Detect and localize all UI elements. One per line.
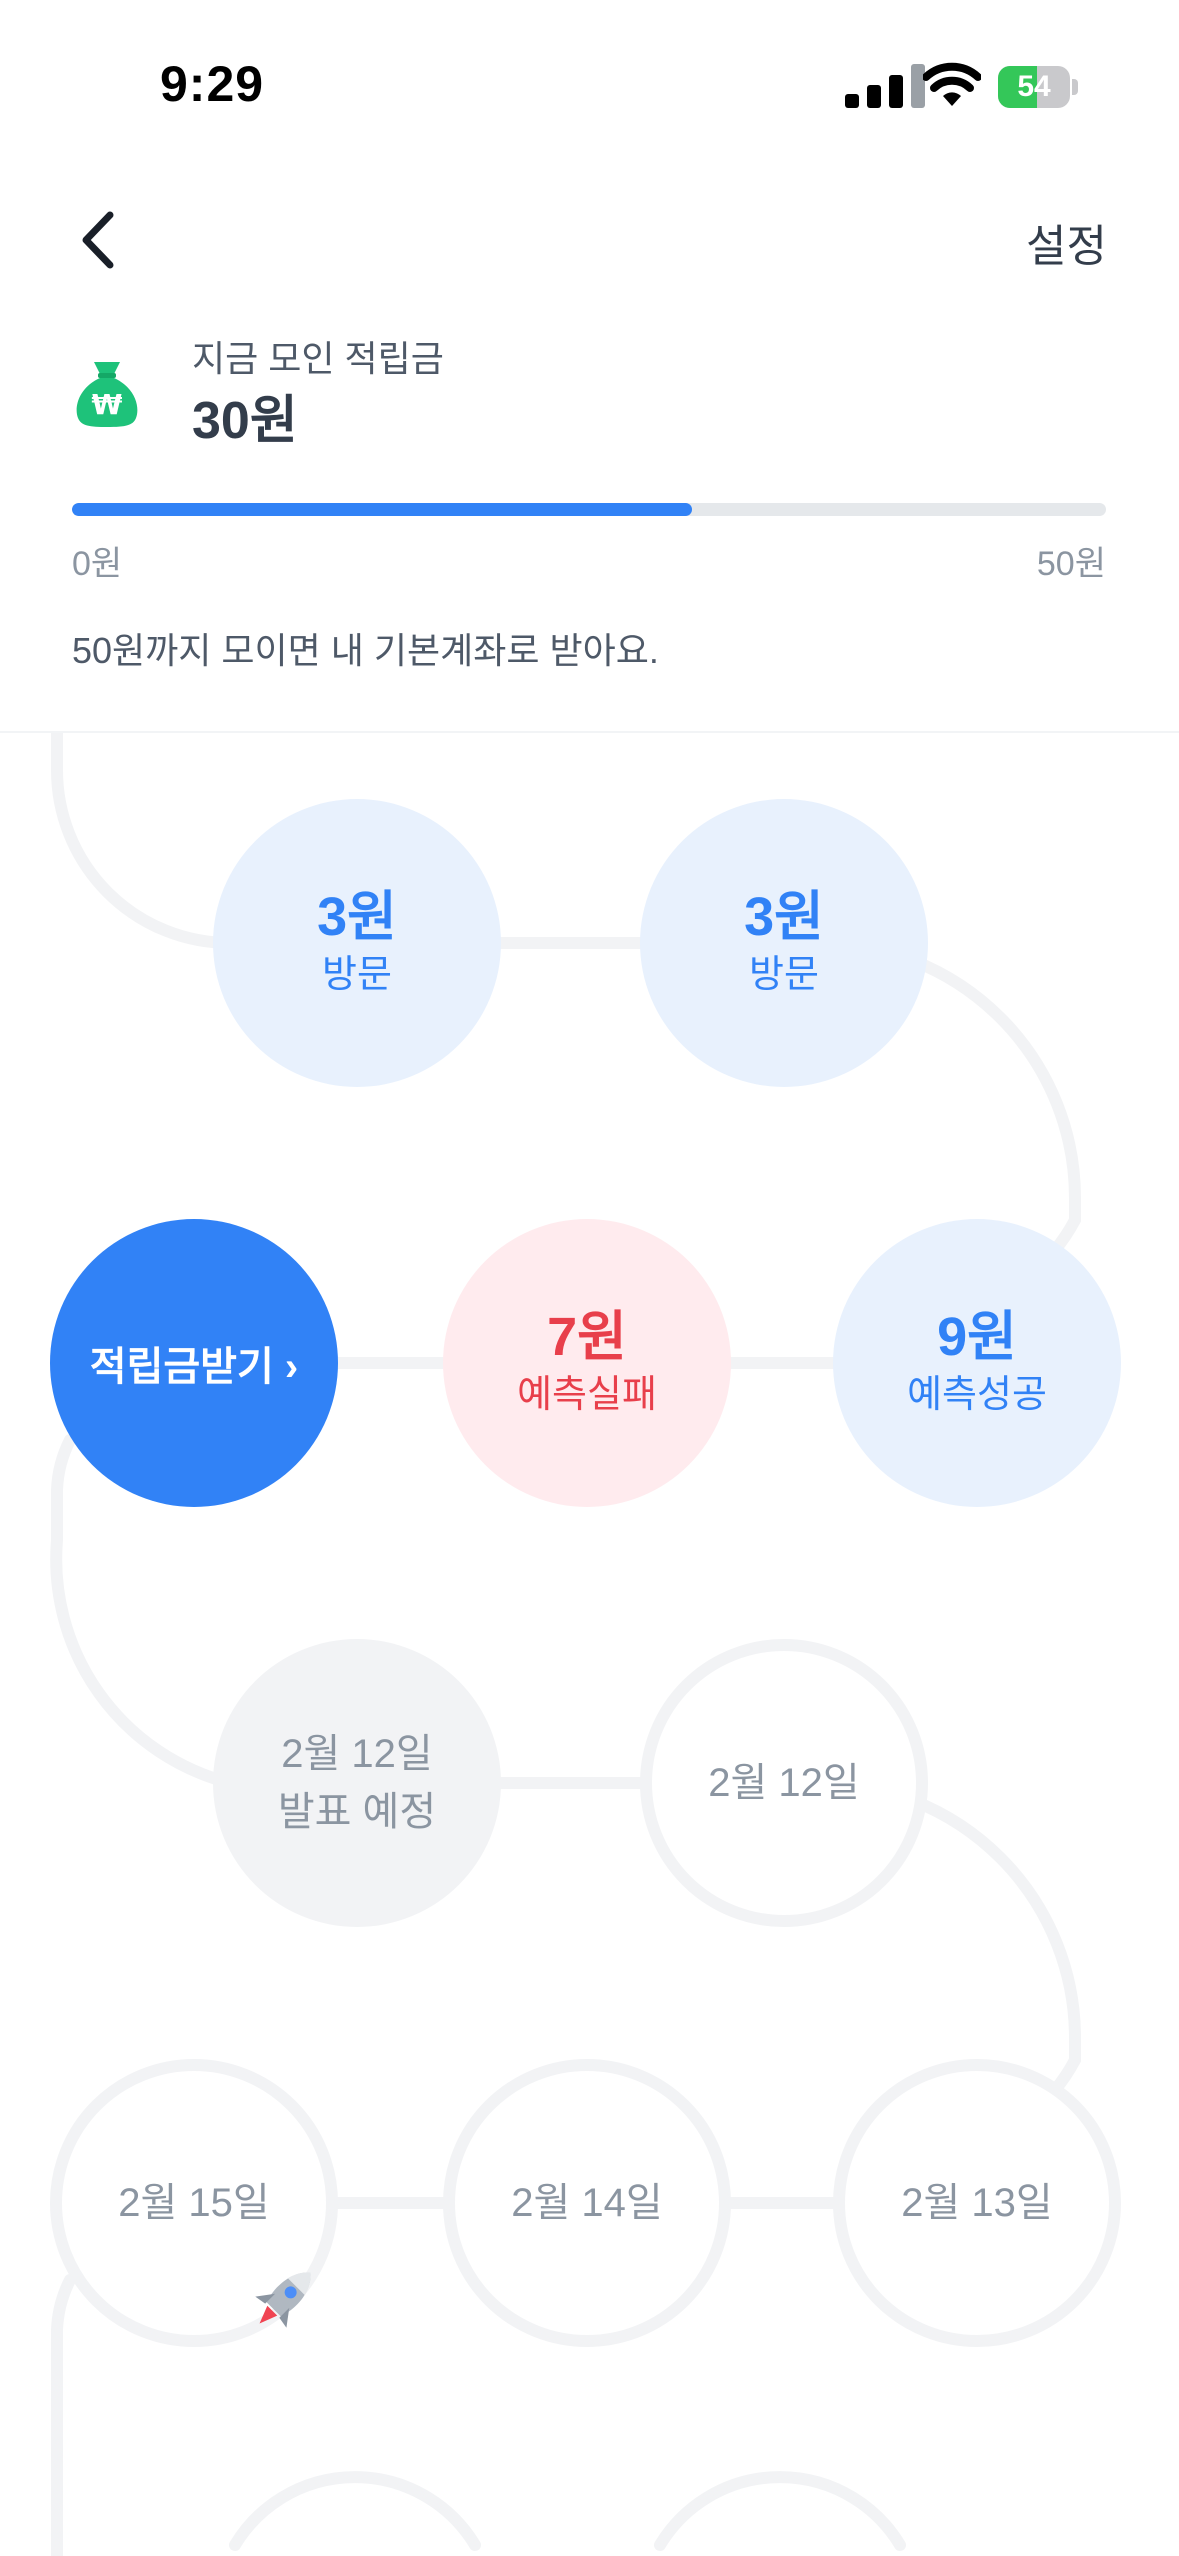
reward-amount: 7원	[547, 1307, 627, 1367]
reward-node-visit-2: 3원 방문	[640, 799, 928, 1087]
back-chevron-icon	[82, 211, 114, 269]
day-node: 2월 14일	[443, 2059, 731, 2347]
reward-label: 방문	[749, 954, 819, 996]
reward-label: 예측성공	[907, 1374, 1047, 1416]
savings-label: 지금 모인 적립금	[192, 338, 444, 379]
cellular-signal-icon	[845, 64, 925, 108]
day-date: 2월 14일	[511, 2181, 663, 2225]
back-button[interactable]	[70, 205, 130, 275]
day-node-pending: 2월 12일 발표 예정	[213, 1639, 501, 1927]
reward-amount: 3원	[744, 887, 824, 947]
progress-min-label: 0원	[72, 545, 123, 583]
reward-amount: 3원	[317, 887, 397, 947]
section-divider	[0, 731, 1179, 733]
wifi-icon	[923, 62, 981, 106]
reward-node-visit-1: 3원 방문	[213, 799, 501, 1087]
progress-max-label: 50원	[1036, 545, 1106, 583]
day-node: 2월 13일	[833, 2059, 1121, 2347]
day-node: 2월 12일	[640, 1639, 928, 1927]
savings-notice: 50원까지 모이면 내 기본계좌로 받아요.	[72, 630, 659, 671]
savings-progress-bar	[72, 503, 1106, 516]
savings-amount: 30원	[192, 392, 298, 450]
claim-reward-button[interactable]: 적립금받기 ›	[50, 1219, 338, 1507]
reward-node-prediction-fail: 7원 예측실패	[443, 1219, 731, 1507]
day-date: 2월 12일	[281, 1732, 433, 1776]
reward-label: 예측실패	[517, 1374, 657, 1416]
rocket-icon	[255, 2272, 311, 2328]
money-bag-icon: ₩	[76, 362, 138, 427]
day-date: 2월 12일	[708, 1761, 860, 1805]
svg-text:₩: ₩	[92, 388, 123, 421]
reward-label: 방문	[322, 954, 392, 996]
status-time: 9:29	[160, 56, 265, 112]
claim-reward-label: 적립금받기 ›	[89, 1345, 299, 1389]
day-date: 2월 13일	[901, 2181, 1053, 2225]
settings-button[interactable]: 설정	[1026, 222, 1107, 271]
battery-percent: 54	[1017, 70, 1051, 103]
savings-progress-fill	[72, 503, 693, 516]
day-status: 발표 예정	[277, 1790, 437, 1834]
day-date: 2월 15일	[118, 2181, 270, 2225]
battery-icon: 54	[998, 66, 1078, 108]
reward-node-prediction-success: 9원 예측성공	[833, 1219, 1121, 1507]
battery-fill	[998, 66, 1037, 108]
reward-amount: 9원	[937, 1307, 1017, 1367]
